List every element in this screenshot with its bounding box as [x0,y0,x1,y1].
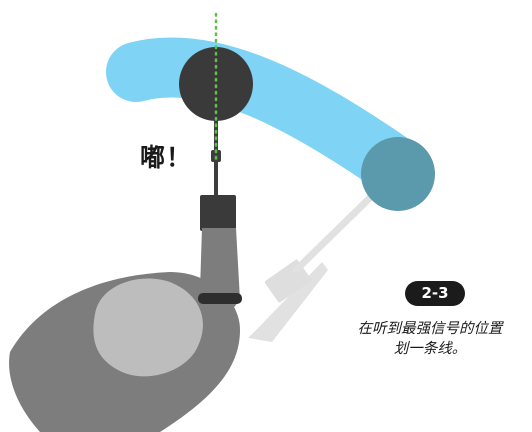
wristband [198,293,242,304]
ghost-probe-arm [248,186,382,342]
caption-line-1: 在听到最强信号的位置 [357,321,503,337]
step-badge: 2-3 [405,281,465,306]
probe-head [179,47,253,121]
sweep-end-probe-head [361,137,435,211]
person-arm [200,228,240,312]
person-head [93,278,203,377]
control-box [200,195,236,231]
instruction-caption: 在听到最强信号的位置 划一条线。 [330,319,530,359]
caption-line-2: 划一条线。 [393,341,467,357]
beep-sound-text: 嘟！ [140,143,193,172]
person [9,228,242,432]
sweep-arc [106,37,428,198]
